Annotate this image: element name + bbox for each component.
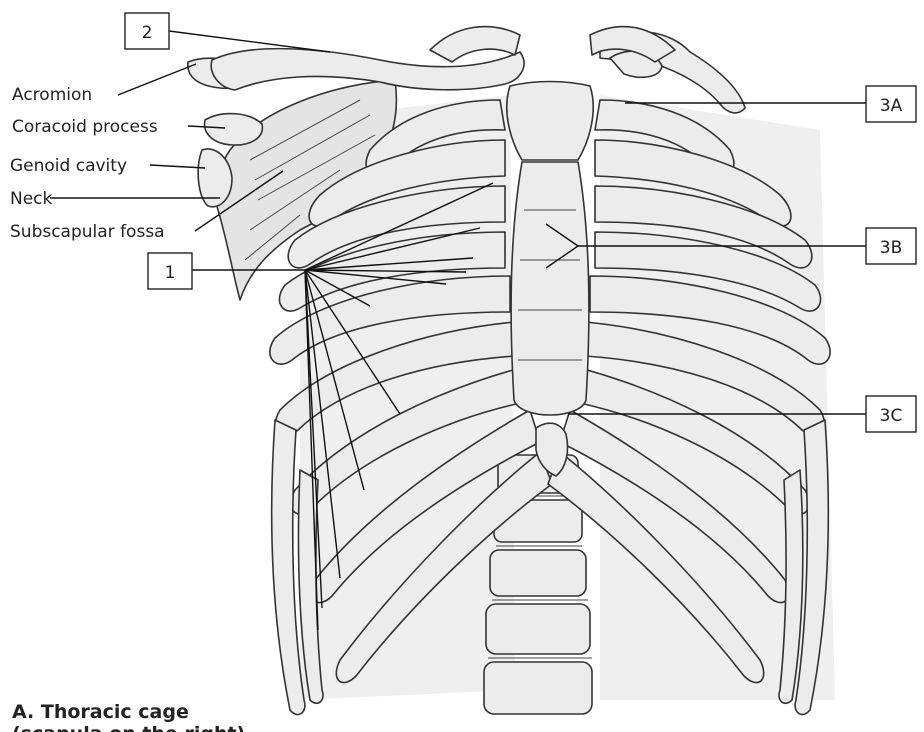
callout-3c-text: 3C xyxy=(880,406,903,426)
callout-1-text: 1 xyxy=(165,263,176,283)
callout-3c: 3C xyxy=(866,396,916,432)
caption-title: A. Thoracic cage xyxy=(12,701,189,723)
callout-3b-text: 3B xyxy=(880,238,902,258)
label-acromion: Acromion xyxy=(12,85,92,105)
callout-2-text: 2 xyxy=(142,23,153,43)
label-coracoid-process: Coracoid process xyxy=(12,117,158,137)
label-neck: Neck xyxy=(10,189,53,209)
thoracic-cage-illustration xyxy=(188,27,835,715)
callout-2: 2 xyxy=(125,13,169,49)
callout-3b: 3B xyxy=(866,228,916,264)
callout-3a: 3A xyxy=(866,86,916,122)
caption-subtitle: (scapula on the right) xyxy=(12,723,245,732)
figure-caption: A. Thoracic cage (scapula on the right) xyxy=(12,701,245,732)
callout-1: 1 xyxy=(148,253,192,289)
callout-3a-text: 3A xyxy=(880,96,903,116)
label-subscapular-fossa: Subscapular fossa xyxy=(10,222,165,242)
label-glenoid-cavity: Genoid cavity xyxy=(10,156,127,176)
scapula-labels: Acromion Coracoid process Genoid cavity … xyxy=(10,85,165,242)
